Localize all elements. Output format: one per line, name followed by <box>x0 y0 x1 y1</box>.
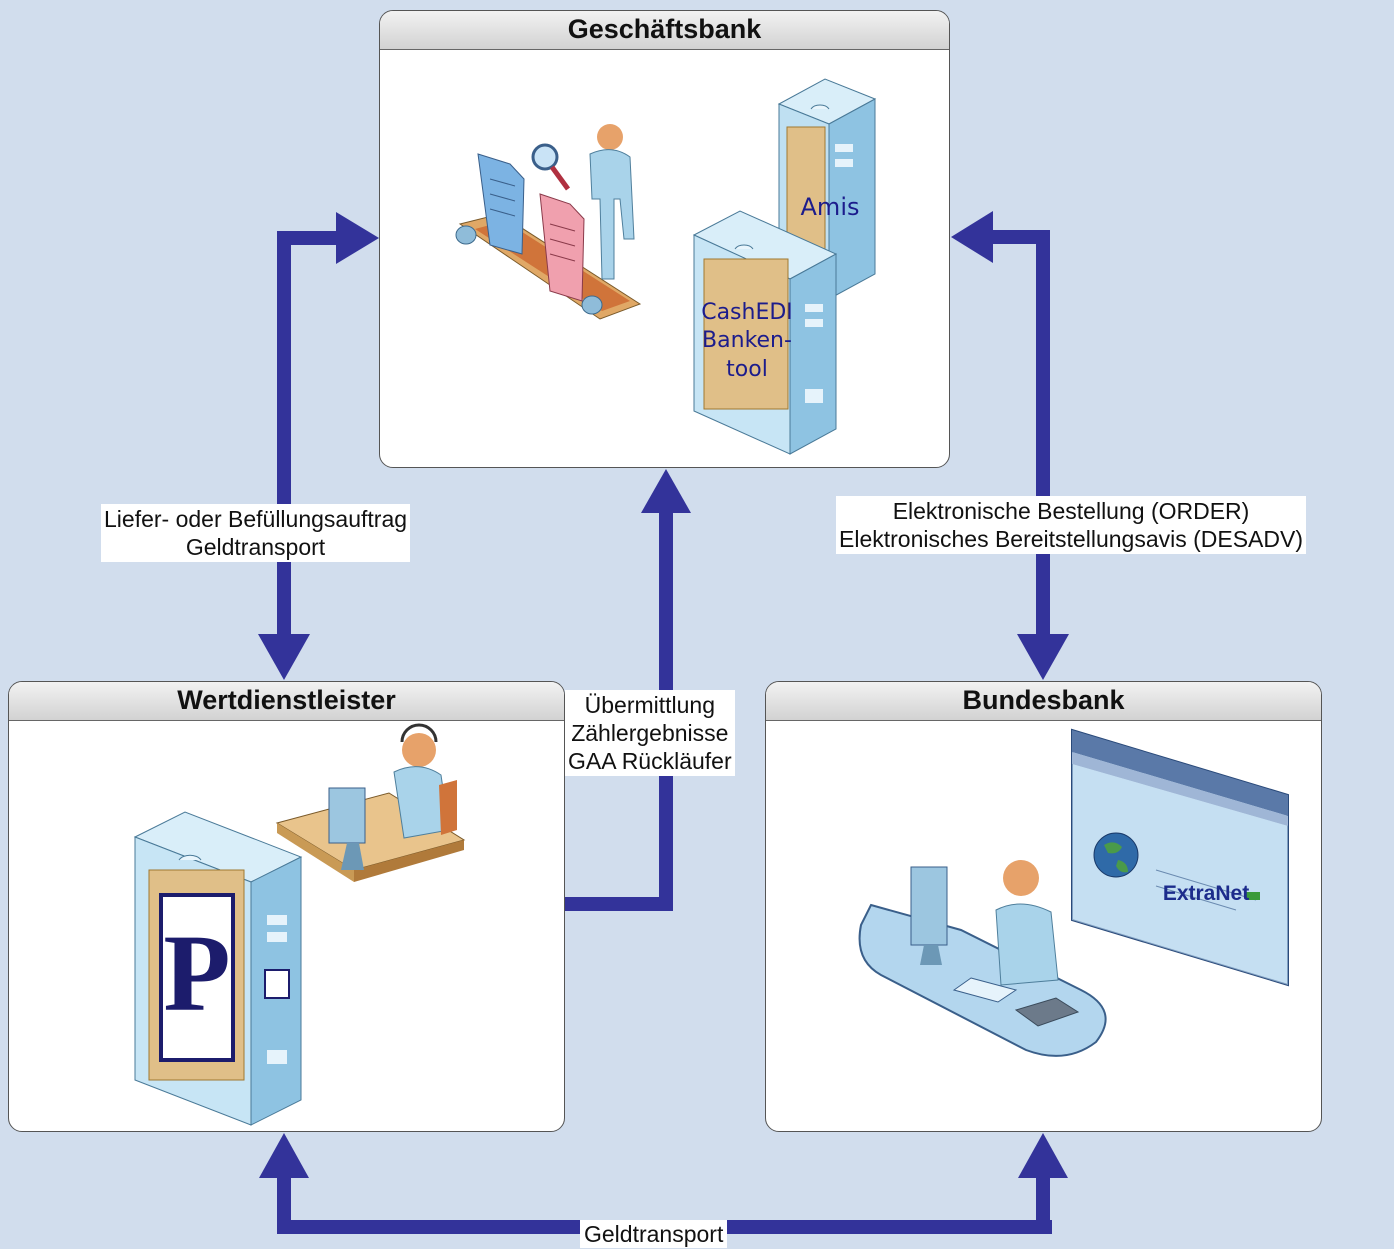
flow-label-bottom-line-1: Geldtransport <box>584 1221 724 1247</box>
cashedi-label-2: Banken- <box>702 328 792 353</box>
wertdienstleister-server-icon: P <box>133 811 303 1126</box>
flow-label-left: Liefer- oder Befüllungsauftrag Geldtrans… <box>101 504 411 562</box>
flow-label-center-line-2: Zählergebnisse <box>571 720 729 746</box>
arrow-wdl-bb <box>259 1133 1068 1234</box>
extranet-screen-icon: ExtraNet <box>1071 728 1289 987</box>
flow-label-right-line-1: Elektronische Bestellung (ORDER) <box>892 498 1250 524</box>
arrow-gb-wdl <box>258 212 379 680</box>
bank-workstation-icon <box>858 860 1107 1057</box>
geschaeftsbank-title: Geschäftsbank <box>380 11 949 50</box>
cashedi-server-icon: CashEDI Banken- tool <box>692 210 838 455</box>
cashedi-label-1: CashEDI <box>701 300 793 325</box>
flow-label-left-line-1: Liefer- oder Befüllungsauftrag <box>104 506 408 532</box>
flow-label-center-line-1: Übermittlung <box>584 692 716 718</box>
geschaeftsbank-illustration: Amis CashEDI Banken- tool <box>455 78 877 455</box>
geschaeftsbank-box: Geschäftsbank <box>379 10 950 468</box>
amis-label: Amis <box>801 193 860 221</box>
cashedi-label-3: tool <box>726 357 768 382</box>
logo-letter: P <box>163 912 230 1034</box>
bundesbank-box: Bundesbank ExtraNet <box>765 681 1322 1132</box>
flow-label-center: Übermittlung Zählergebnisse GAA Rückläuf… <box>565 690 735 776</box>
bundesbank-title: Bundesbank <box>766 682 1321 721</box>
flow-label-right-line-2: Elektronisches Bereitstellungsavis (DESA… <box>839 526 1304 552</box>
wertdienstleister-box: Wertdienstleister P <box>8 681 565 1132</box>
bundesbank-illustration: ExtraNet <box>858 728 1289 1057</box>
extranet-label: ExtraNet <box>1163 882 1249 905</box>
flow-label-right: Elektronische Bestellung (ORDER) Elektro… <box>836 496 1307 554</box>
arrow-gb-bb <box>951 211 1069 680</box>
flow-label-left-line-2: Geldtransport <box>185 534 326 560</box>
flow-label-center-line-3: GAA Rückläufer <box>568 748 732 774</box>
wertdienstleister-title: Wertdienstleister <box>9 682 564 721</box>
operator-desk-icon <box>275 723 466 882</box>
wertdienstleister-illustration: P <box>133 723 466 1126</box>
flow-label-bottom: Geldtransport <box>580 1220 728 1248</box>
document-review-icon <box>455 124 642 320</box>
